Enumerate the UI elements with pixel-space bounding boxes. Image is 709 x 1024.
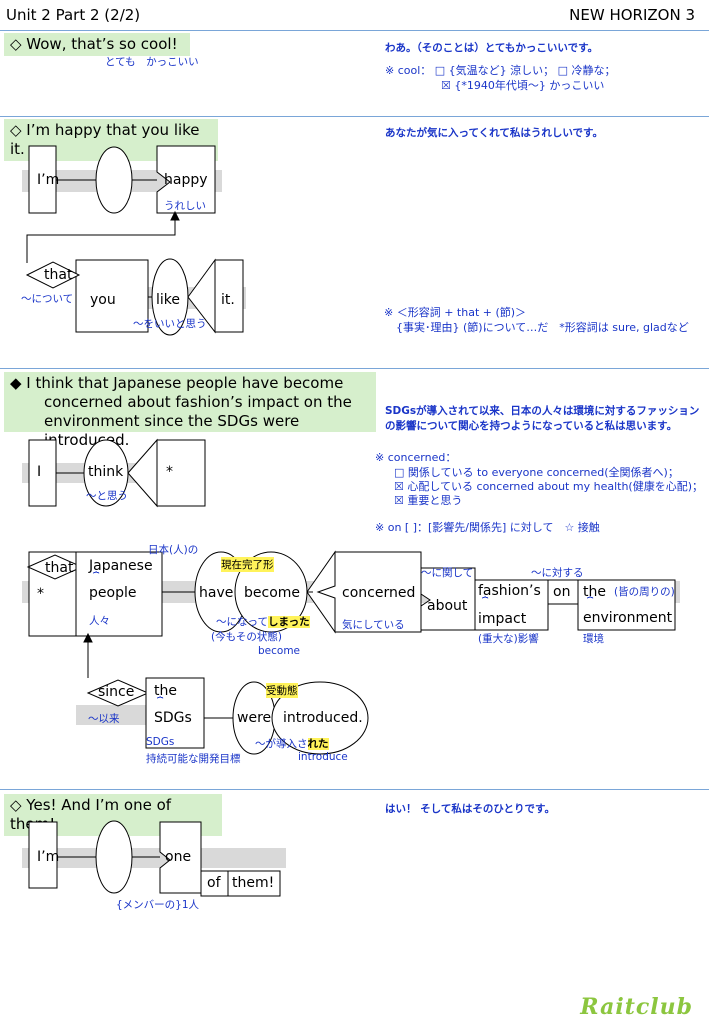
gloss-become-1a: ～になって [216, 616, 268, 628]
word-star-object: * [166, 464, 173, 480]
divider [0, 30, 709, 31]
word-introduced: introduced. [283, 710, 363, 726]
concerned-note-2: ☒ 心配している concerned about my health(健康を心配… [394, 480, 703, 493]
word-since: since [98, 684, 135, 700]
word-sdgs: SDGs [154, 710, 192, 726]
word-about: about [427, 598, 468, 614]
word-of: of [207, 875, 221, 891]
gloss-impact: (重大な)影響 [478, 633, 539, 645]
word-concerned: concerned [342, 585, 416, 601]
word-i: I [37, 464, 42, 480]
word-japanese: Japanese [89, 558, 153, 574]
word-like: like [156, 292, 181, 308]
sentence-1-note-1: ※ cool： □ {気温など} 涼しい； □ 冷静な； [385, 64, 616, 77]
raitclub-logo: Raitclub [580, 994, 693, 1020]
sentence-2-note-2: {事実･理由} (節)について…だ *形容詞は sure, gladなど [396, 321, 689, 334]
gloss-on: ～に対する [531, 567, 584, 579]
gloss-introduced-1a: ～が導入さ [255, 738, 308, 750]
word-that: that [44, 267, 73, 283]
gloss-concerned: 気にしている [342, 619, 405, 631]
word-fashions: fashion’s [478, 583, 541, 599]
modifier-brace: ⏞ [157, 697, 164, 709]
gloss-happy: うれしい [164, 200, 206, 212]
gloss-become-1b: しまった [267, 616, 310, 628]
gloss-the: (皆の周りの) [614, 586, 675, 598]
gloss-become-1: ～になってしまった [216, 614, 310, 629]
gloss-people: 人々 [89, 615, 110, 627]
word-happy: happy [164, 172, 208, 188]
sentence-3-english: ◆ I think that Japanese people have beco… [4, 372, 376, 449]
gloss-about: ～に関して [421, 567, 474, 579]
word-become: become [244, 585, 301, 601]
sentence-1-note-2: ☒ {*1940年代頃～} かっこいい [441, 79, 605, 92]
word-im: I’m [37, 172, 60, 188]
gloss-sdgs-1: SDGs [146, 736, 175, 748]
gloss-introduced-1: ～が導入された [255, 736, 329, 751]
sentence-1-english: ◇ Wow, that’s so cool! [4, 33, 190, 56]
sentence-1-translation: わあ。（そのことは）とてもかっこいいです。 [385, 42, 599, 54]
divider [0, 789, 709, 790]
sentence-2-translation: あなたが気に入ってくれて私はうれしいです。 [385, 127, 603, 139]
modifier-brace: ⏞ [587, 597, 594, 609]
gloss-since: ～以来 [88, 713, 120, 725]
word-it: it. [221, 292, 235, 308]
word-the-2: the [154, 683, 177, 699]
gloss-that: ～について [21, 293, 74, 305]
gloss-become-2: (今もその状態) [211, 631, 282, 643]
gloss-sdgs-2: 持続可能な開発目標 [146, 753, 241, 765]
sentence-3-translation-1: SDGsが導入されて以来、日本の人々は環境に対するファッション [385, 405, 700, 417]
textbook-title: NEW HORIZON 3 [569, 6, 695, 24]
sentence-4-band [22, 848, 286, 868]
concerned-note-title: ※ concerned： [375, 451, 457, 464]
tag-passive: 受動態 [266, 683, 298, 698]
concerned-note-1: □ 関係している to everyone concerned(全関係者へ)； [394, 466, 679, 479]
divider [0, 116, 709, 117]
gloss-japanese: 日本(人)の [148, 544, 199, 556]
word-them: them! [232, 875, 275, 891]
since-clause-band [76, 705, 146, 725]
sentence-3-translation-2: の影響について関心を持つようになっていると私は思います。 [385, 420, 678, 432]
word-think: think [88, 464, 124, 480]
gloss-like: ～をいいと思う [133, 318, 207, 330]
gloss-think: ～と思う [86, 490, 128, 502]
gloss-introduced-2: introduce [298, 751, 348, 763]
word-star-subject: * [37, 586, 44, 602]
concerned-note-3: ☒ 重要と思う [394, 494, 463, 507]
tag-present-perfect: 現在完了形 [221, 557, 274, 572]
word-that: that [45, 560, 74, 576]
gloss-introduced-1b: れた [307, 738, 329, 750]
sentence-2-note-1: ※ ＜形容詞 + that + (節)＞ [384, 306, 527, 319]
divider [0, 368, 709, 369]
word-you: you [90, 292, 116, 308]
word-im: I’m [37, 849, 60, 865]
sentence-1-gloss: とても かっこいい [105, 56, 199, 68]
sentence-4-translation: はい！ そして私はそのひとりです。 [385, 803, 555, 815]
word-on: on [553, 584, 571, 600]
unit-title: Unit 2 Part 2 (2/2) [6, 6, 141, 24]
gloss-one: {メンバーの}1人 [116, 899, 200, 911]
word-impact: impact [478, 611, 527, 627]
word-one: one [165, 849, 192, 865]
modifier-brace: ⏞ [93, 572, 100, 584]
word-have: have [199, 585, 234, 601]
word-the: the [583, 584, 606, 600]
word-people: people [89, 585, 137, 601]
modifier-brace: ⏞ [482, 597, 489, 609]
gloss-become-3: become [258, 645, 301, 657]
sentence-3-line-2: concerned about fashion’s impact on the [44, 393, 352, 411]
word-environment: environment [583, 610, 673, 626]
on-note: ※ on [ ]：[影響先/関係先] に対して ☆ 接触 [375, 521, 600, 534]
sentence-3-line-1: ◆ I think that Japanese people have beco… [10, 374, 344, 392]
word-were: were [237, 710, 272, 726]
gloss-environment: 環境 [583, 633, 604, 645]
